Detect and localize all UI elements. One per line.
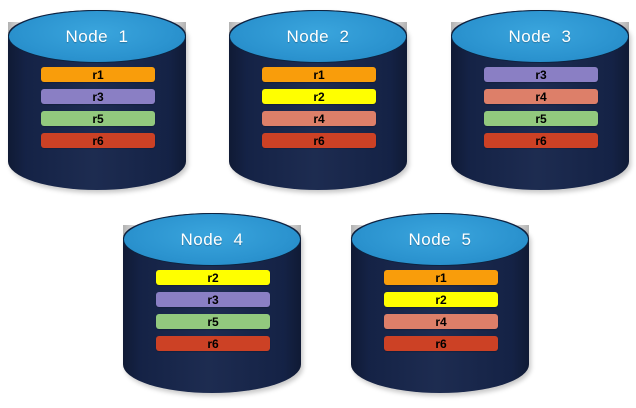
database-node-4[interactable]: Node 4 r2 r3 r5 r6 bbox=[123, 213, 301, 393]
replica-list: r1 r2 r4 r6 bbox=[262, 67, 376, 148]
replica-bar-r3[interactable]: r3 bbox=[484, 67, 598, 82]
replica-bar-r2[interactable]: r2 bbox=[156, 270, 270, 285]
replica-bar-r4[interactable]: r4 bbox=[384, 314, 498, 329]
replica-bar-r3[interactable]: r3 bbox=[156, 292, 270, 307]
replica-bar-r5[interactable]: r5 bbox=[41, 111, 155, 126]
node-cylinder-top bbox=[451, 10, 629, 63]
replica-bar-r6[interactable]: r6 bbox=[41, 133, 155, 148]
replica-bar-r6[interactable]: r6 bbox=[384, 336, 498, 351]
replica-bar-r3[interactable]: r3 bbox=[41, 89, 155, 104]
node-label: Node 1 bbox=[65, 26, 129, 46]
node-label: Node 4 bbox=[180, 229, 244, 249]
replica-bar-r4[interactable]: r4 bbox=[484, 89, 598, 104]
node-cylinder-top bbox=[229, 10, 407, 63]
replica-bar-r2[interactable]: r2 bbox=[262, 89, 376, 104]
replica-list: r3 r4 r5 r6 bbox=[484, 67, 598, 148]
replica-list: r2 r3 r5 r6 bbox=[156, 270, 270, 351]
database-node-5[interactable]: Node 5 r1 r2 r4 r6 bbox=[351, 213, 529, 393]
replica-list: r1 r3 r5 r6 bbox=[41, 67, 155, 148]
replica-bar-r6[interactable]: r6 bbox=[156, 336, 270, 351]
node-label: Node 5 bbox=[408, 229, 472, 249]
node-label: Node 2 bbox=[286, 26, 350, 46]
node-cylinder-top bbox=[123, 213, 301, 266]
replica-bar-r6[interactable]: r6 bbox=[484, 133, 598, 148]
replica-bar-r6[interactable]: r6 bbox=[262, 133, 376, 148]
replica-bar-r1[interactable]: r1 bbox=[41, 67, 155, 82]
database-node-1[interactable]: Node 1 r1 r3 r5 r6 bbox=[8, 10, 186, 190]
replica-bar-r5[interactable]: r5 bbox=[156, 314, 270, 329]
replica-bar-r5[interactable]: r5 bbox=[484, 111, 598, 126]
database-node-3[interactable]: Node 3 r3 r4 r5 r6 bbox=[451, 10, 629, 190]
replica-bar-r4[interactable]: r4 bbox=[262, 111, 376, 126]
database-node-2[interactable]: Node 2 r1 r2 r4 r6 bbox=[229, 10, 407, 190]
replica-bar-r2[interactable]: r2 bbox=[384, 292, 498, 307]
replica-bar-r1[interactable]: r1 bbox=[262, 67, 376, 82]
replica-list: r1 r2 r4 r6 bbox=[384, 270, 498, 351]
node-cylinder-top bbox=[8, 10, 186, 63]
node-cylinder-top bbox=[351, 213, 529, 266]
replica-bar-r1[interactable]: r1 bbox=[384, 270, 498, 285]
node-label: Node 3 bbox=[508, 26, 572, 46]
